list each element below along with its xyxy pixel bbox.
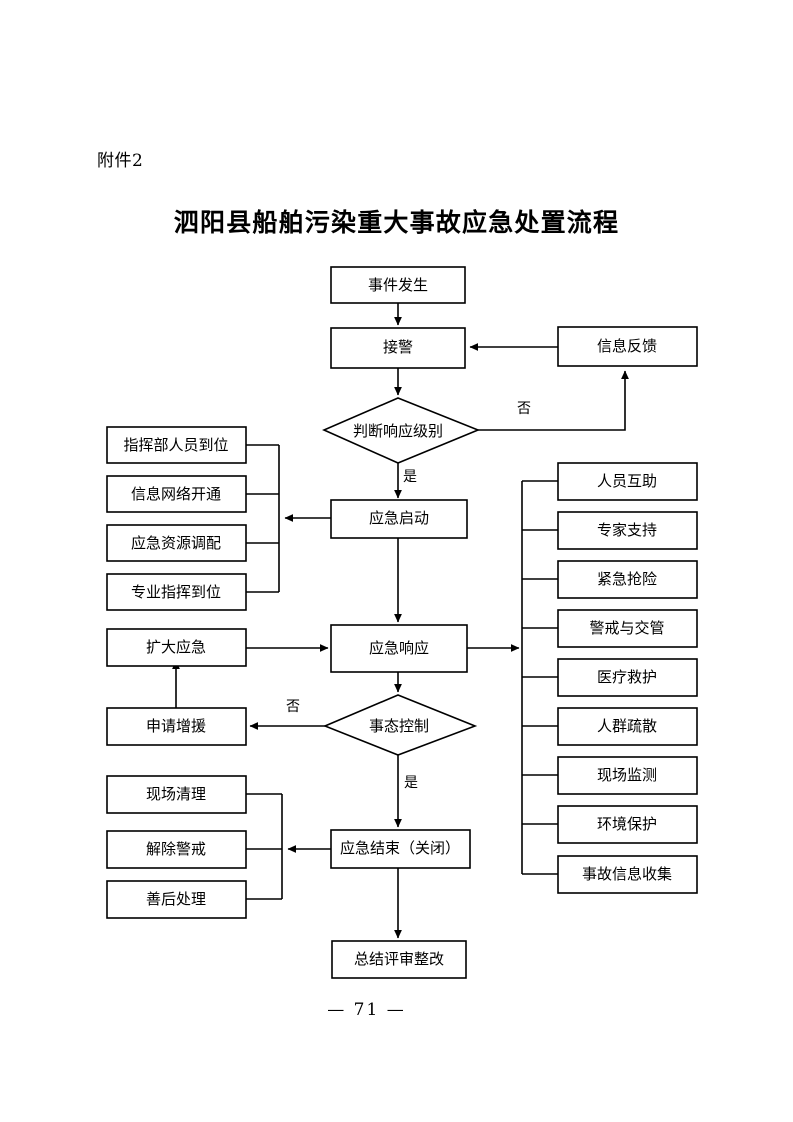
node-expand-emergency-box[interactable] [106,628,247,667]
node-info-feedback-label: 信息反馈 [597,337,657,355]
node-startup-task-2-box[interactable] [106,475,247,513]
node-startup-task-3-box[interactable] [106,524,247,562]
node-emergency-response-label: 应急响应 [369,639,429,657]
node-startup-task-1-box[interactable] [106,426,247,464]
node-closing-task-1-box[interactable] [106,775,247,814]
node-response-action-7[interactable]: 现场监测 [557,756,698,795]
node-response-action-2-box[interactable] [557,511,698,550]
edge-judge-no-to-feedback [478,370,629,431]
node-startup-task-4[interactable]: 专业指挥到位 [106,573,247,611]
node-emergency-end-label: 应急结束（关闭） [340,839,460,857]
node-startup-task-3-label: 应急资源调配 [131,534,221,552]
node-startup-task-1[interactable]: 指挥部人员到位 [106,426,247,464]
node-incident[interactable]: 事件发生 [330,266,466,304]
node-situation-control[interactable]: 事态控制 [322,694,478,756]
node-request-support[interactable]: 申请增援 [106,707,247,746]
node-review-label: 总结评审整改 [354,950,444,968]
node-closing-task-1-label: 现场清理 [146,785,206,803]
node-alarm-label: 接警 [383,338,413,356]
node-response-action-6-box[interactable] [557,707,698,746]
node-response-action-4-box[interactable] [557,609,698,648]
node-emergency-end[interactable]: 应急结束（关闭） [330,829,471,869]
node-emergency-end-box[interactable] [330,829,471,869]
node-startup-task-2[interactable]: 信息网络开通 [106,475,247,513]
node-closing-task-2-box[interactable] [106,830,247,869]
node-emergency-start-label: 应急启动 [369,509,429,527]
node-response-action-6-label: 人群疏散 [597,717,657,735]
connectors [172,303,629,939]
page-title: 泗阳县船舶污染重大事故应急处置流程 [173,208,620,237]
node-response-action-9[interactable]: 事故信息收集 [557,855,698,894]
node-emergency-start-box[interactable] [330,499,468,539]
node-expand-emergency-label: 扩大应急 [146,638,206,656]
node-review[interactable]: 总结评审整改 [331,940,467,979]
node-situation-control-diamond[interactable] [322,694,478,756]
node-situation-control-label: 事态控制 [369,717,429,735]
node-response-action-1-label: 人员互助 [597,472,657,490]
node-response-action-3-box[interactable] [557,560,698,599]
node-response-action-7-label: 现场监测 [597,766,657,784]
node-closing-task-2-label: 解除警戒 [146,840,206,858]
node-emergency-start[interactable]: 应急启动 [330,499,468,539]
node-response-action-2[interactable]: 专家支持 [557,511,698,550]
node-response-action-6[interactable]: 人群疏散 [557,707,698,746]
node-closing-task-3-box[interactable] [106,880,247,919]
node-startup-task-2-label: 信息网络开通 [131,485,221,503]
node-info-feedback-box[interactable] [557,326,698,367]
node-expand-emergency[interactable]: 扩大应急 [106,628,247,667]
node-startup-task-1-label: 指挥部人员到位 [123,436,228,454]
node-response-action-3[interactable]: 紧急抢险 [557,560,698,599]
edge-label-judge-no: 否 [517,401,531,417]
node-response-action-9-box[interactable] [557,855,698,894]
node-alarm-box[interactable] [330,327,466,369]
node-incident-box[interactable] [330,266,466,304]
node-response-action-5[interactable]: 医疗救护 [557,658,698,697]
edge-label-judge-yes: 是 [403,469,417,485]
node-judge-level[interactable]: 判断响应级别 [322,397,481,464]
node-response-action-8[interactable]: 环境保护 [557,805,698,844]
node-response-action-1-box[interactable] [557,462,698,501]
node-closing-task-3[interactable]: 善后处理 [106,880,247,919]
node-response-action-2-label: 专家支持 [597,521,657,539]
node-response-action-8-box[interactable] [557,805,698,844]
node-judge-level-label: 判断响应级别 [353,422,443,440]
node-closing-task-2[interactable]: 解除警戒 [106,830,247,869]
node-response-action-1[interactable]: 人员互助 [557,462,698,501]
node-emergency-response[interactable]: 应急响应 [330,624,468,673]
node-emergency-response-box[interactable] [330,624,468,673]
page-number: — 71 — [327,1000,406,1020]
node-alarm[interactable]: 接警 [330,327,466,369]
node-judge-level-diamond[interactable] [322,397,481,464]
node-response-action-4-label: 警戒与交管 [589,619,664,637]
attachment-label: 附件2 [97,151,144,171]
node-response-action-7-box[interactable] [557,756,698,795]
node-closing-task-1[interactable]: 现场清理 [106,775,247,814]
edge-label-control-no: 否 [286,699,300,715]
node-info-feedback[interactable]: 信息反馈 [557,326,698,367]
node-request-support-box[interactable] [106,707,247,746]
node-incident-label: 事件发生 [368,276,428,294]
node-closing-task-3-label: 善后处理 [146,890,206,908]
node-response-action-5-box[interactable] [557,658,698,697]
node-response-action-3-label: 紧急抢险 [597,570,657,588]
node-startup-task-4-label: 专业指挥到位 [131,583,221,601]
node-startup-task-3[interactable]: 应急资源调配 [106,524,247,562]
node-response-action-9-label: 事故信息收集 [582,865,672,883]
node-review-box[interactable] [331,940,467,979]
node-startup-task-4-box[interactable] [106,573,247,611]
node-response-action-8-label: 环境保护 [597,815,657,833]
node-response-action-5-label: 医疗救护 [597,668,657,686]
node-response-action-4[interactable]: 警戒与交管 [557,609,698,648]
edge-label-control-yes: 是 [404,775,418,791]
node-request-support-label: 申请增援 [146,717,206,735]
